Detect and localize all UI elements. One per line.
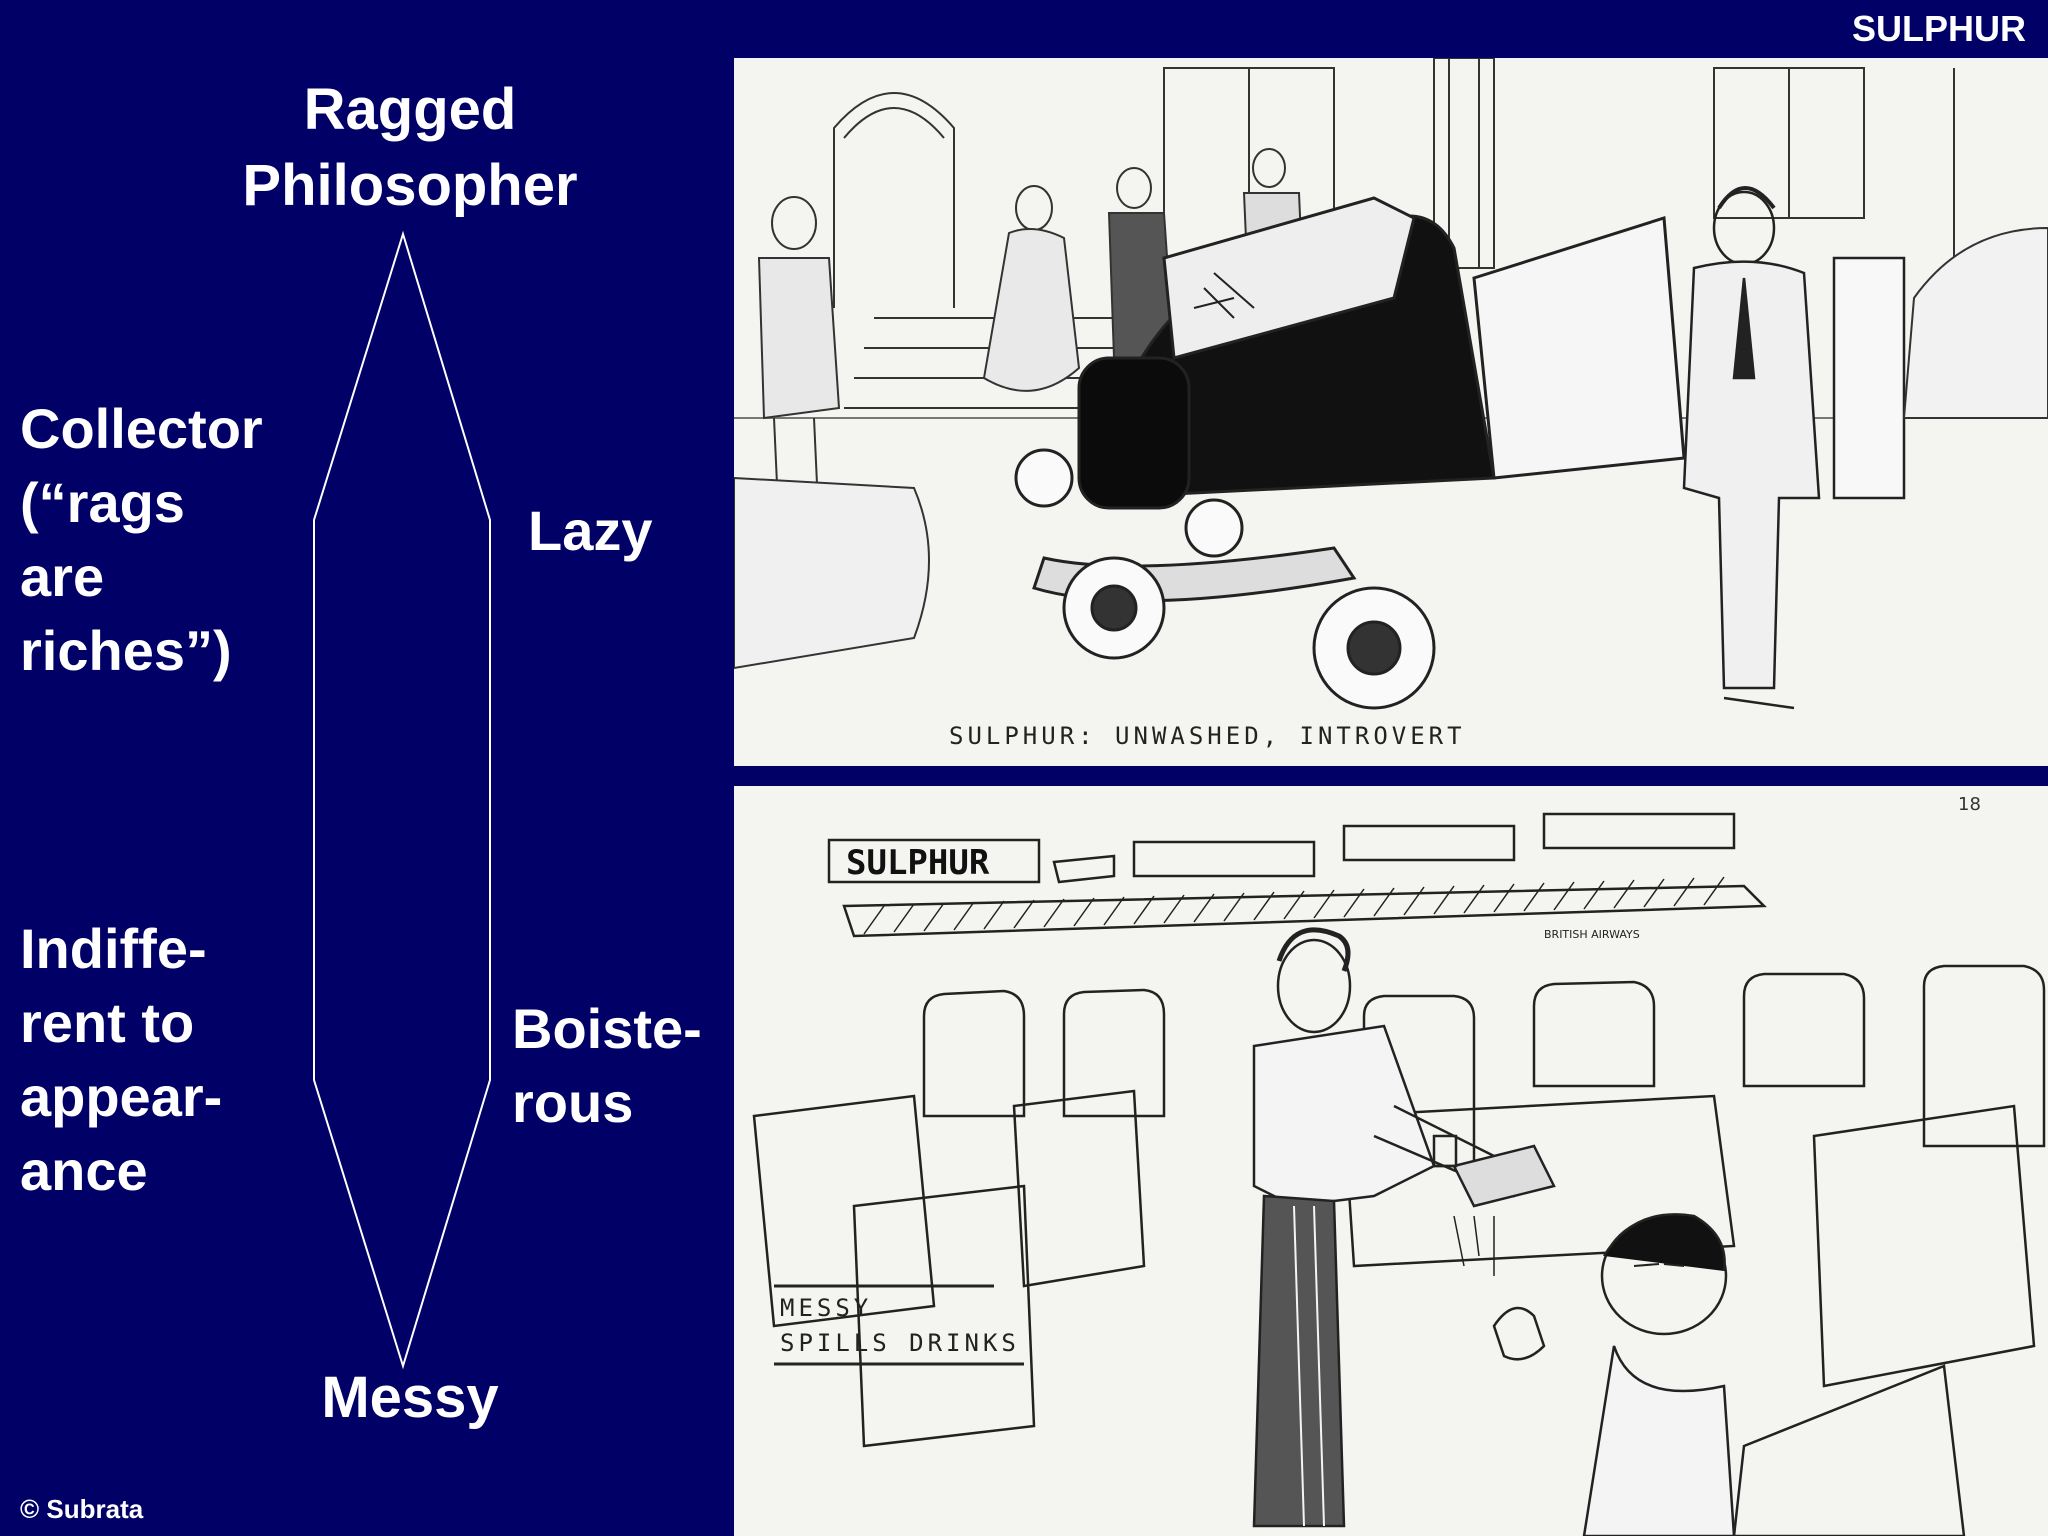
bottom-illustration-sign: SULPHUR bbox=[846, 843, 990, 883]
diamond-outline bbox=[313, 230, 491, 1370]
slide-header-title: SULPHUR bbox=[1851, 8, 2026, 49]
bottom-illustration-note-line2: SPILLS DRINKS bbox=[780, 1329, 1020, 1357]
diagram-left-lower-label: Indiffe- rent to appear- ance bbox=[20, 917, 223, 1202]
diagram-right-lower-label: Boiste- rous bbox=[512, 997, 702, 1134]
airplane-cabin-sketch: SULPHUR BRITISH AIRWAYS 18 MESSY SPILLS … bbox=[752, 794, 2046, 1536]
diagram-left-upper-label: Collector (“rags are riches”) bbox=[20, 397, 263, 682]
diagram-right-upper-label: Lazy bbox=[528, 499, 653, 562]
top-illustration-caption: SULPHUR: UNWASHED, INTROVERT bbox=[949, 722, 1466, 750]
illustration-hotel-car: SULPHUR: UNWASHED, INTROVERT bbox=[734, 58, 2048, 766]
hotel-car-sketch: SULPHUR: UNWASHED, INTROVERT bbox=[734, 58, 2048, 750]
diamond-diagram bbox=[313, 230, 491, 1370]
bottom-illustration-page-number: 18 bbox=[1958, 794, 1981, 815]
diagram-bottom-label: Messy bbox=[321, 1365, 499, 1430]
bottom-illustration-note-line1: MESSY bbox=[780, 1294, 872, 1322]
bottom-illustration-airline: BRITISH AIRWAYS bbox=[1544, 928, 1640, 941]
copyright-notice: © Subrata bbox=[20, 1494, 144, 1524]
diagram-top-label: Ragged Philosopher bbox=[242, 77, 578, 218]
illustration-airplane-cabin: SULPHUR BRITISH AIRWAYS 18 MESSY SPILLS … bbox=[734, 786, 2048, 1536]
